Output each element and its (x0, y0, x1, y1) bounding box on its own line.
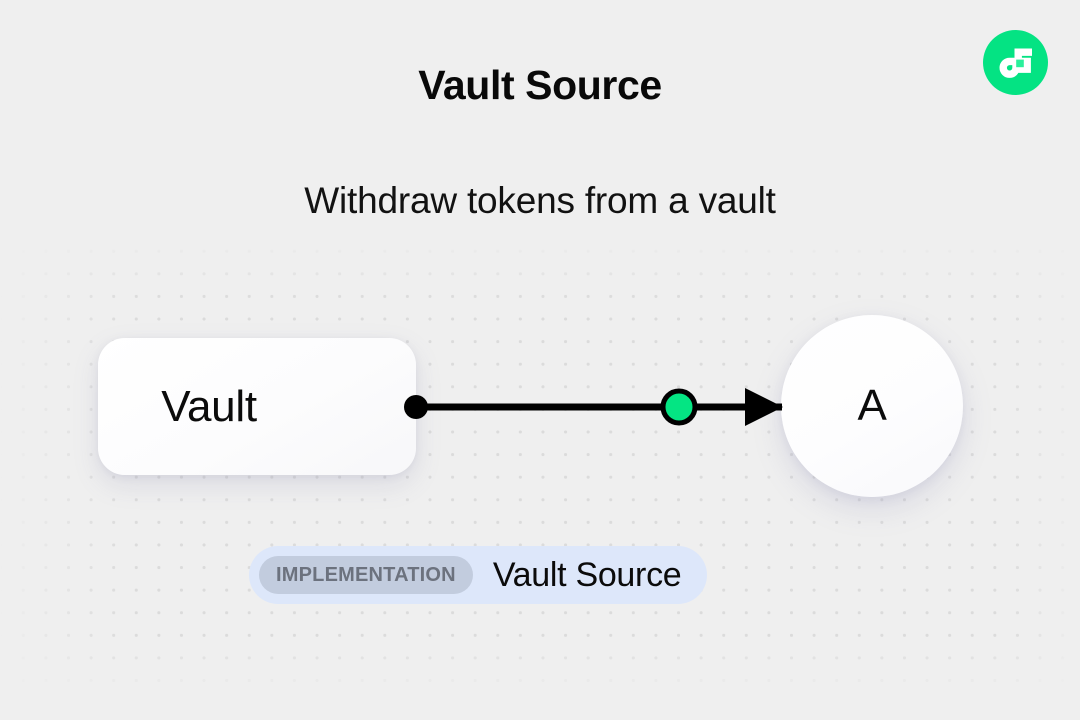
page-title: Vault Source (418, 62, 662, 108)
edge-midpoint-marker[interactable] (660, 388, 698, 426)
flow-logo-icon (983, 30, 1048, 95)
node-a[interactable]: A (781, 315, 963, 497)
implementation-name: Vault Source (492, 555, 682, 594)
edge-arrowhead-icon (745, 388, 783, 426)
node-vault[interactable]: Vault (98, 338, 416, 475)
node-a-label: A (857, 381, 887, 430)
implementation-badge[interactable]: IMPLEMENTATION Vault Source (249, 546, 708, 604)
node-vault-label: Vault (161, 381, 257, 431)
implementation-tag: IMPLEMENTATION (259, 556, 473, 594)
page-subtitle: Withdraw tokens from a vault (304, 180, 776, 221)
